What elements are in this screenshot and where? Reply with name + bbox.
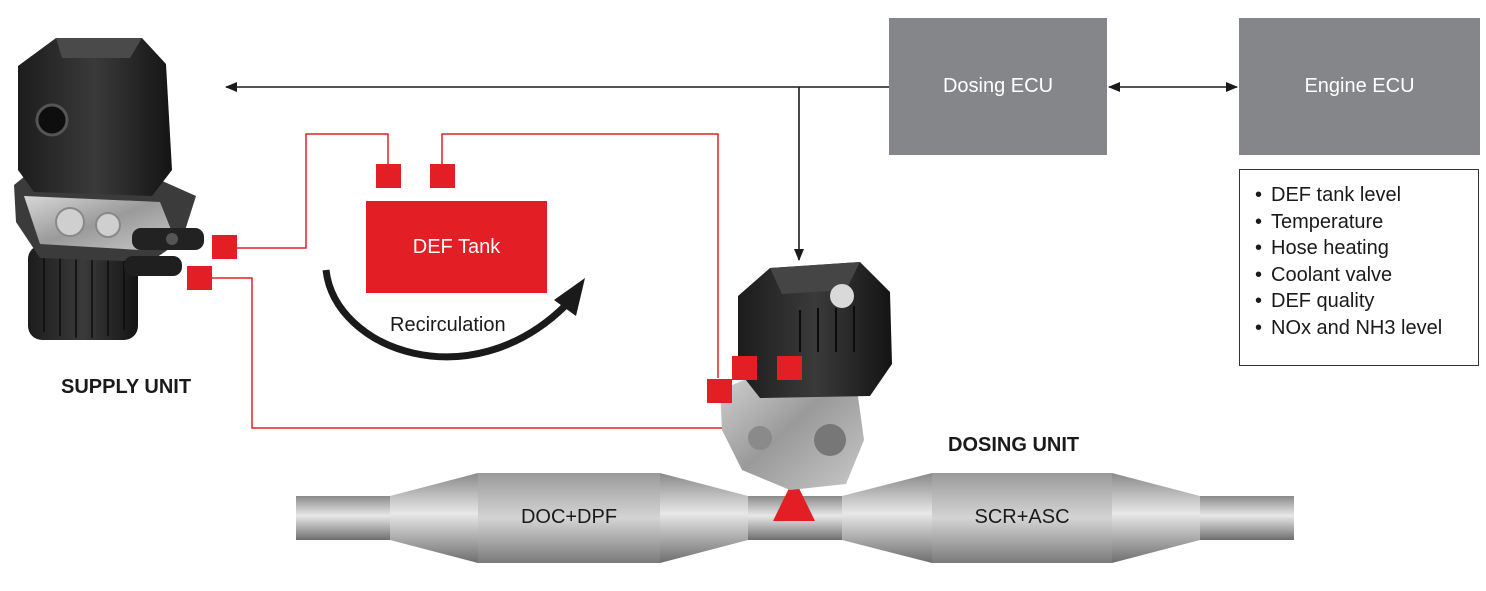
bullet-icon: • (1255, 316, 1263, 339)
bullet-icon: • (1255, 184, 1263, 206)
list-item-text: DEF quality (1271, 290, 1375, 313)
list-item-text: Coolant valve (1271, 263, 1393, 286)
engine-ecu-box (1239, 18, 1480, 155)
supply-port-outlet (212, 235, 237, 259)
def-tank-box (366, 201, 547, 293)
bullet-icon: • (1255, 210, 1263, 233)
tank-port-left (376, 164, 401, 188)
bullet-icon: • (1255, 263, 1263, 286)
list-item: • NOx and NH3 level (1255, 315, 1478, 342)
dosing-unit-injector-icon (720, 262, 892, 490)
dosing-unit-title: DOSING UNIT (948, 434, 1080, 456)
dosing-port-left (707, 379, 732, 403)
exhaust-pipe (296, 473, 1294, 563)
recirculation-arrow (322, 269, 569, 361)
dosing-ecu-box (889, 18, 1107, 155)
recirculation-label: Recirculation (390, 314, 506, 336)
dosing-port-middle (732, 356, 757, 380)
list-item-text: Temperature (1271, 210, 1384, 233)
injection-triangle-icon (773, 478, 815, 521)
list-item: • DEF tank level (1255, 182, 1478, 209)
doc-dpf-label: DOC+DPF (520, 506, 618, 528)
list-item-text: DEF tank level (1271, 184, 1402, 206)
supply-unit-pump-icon (14, 38, 204, 340)
tank-port-right (430, 164, 455, 188)
list-item: • Hose heating (1255, 235, 1478, 262)
list-item: • Coolant valve (1255, 262, 1478, 289)
list-item-text: Hose heating (1271, 237, 1389, 260)
list-item: • Temperature (1255, 209, 1478, 236)
monitored-parameters-list: • DEF tank level • Temperature • Hose heati… (1239, 169, 1479, 366)
list-item-text: NOx and NH3 level (1271, 316, 1443, 339)
supply-port-return (187, 266, 212, 290)
bullet-icon: • (1255, 237, 1263, 260)
supply-unit-title: SUPPLY UNIT (61, 376, 192, 398)
dosing-port-right (777, 356, 802, 380)
bullet-icon: • (1255, 290, 1263, 313)
list-item: • DEF quality (1255, 288, 1478, 315)
recirculation-arrowhead (554, 278, 585, 316)
scr-asc-label: SCR+ASC (974, 506, 1070, 528)
